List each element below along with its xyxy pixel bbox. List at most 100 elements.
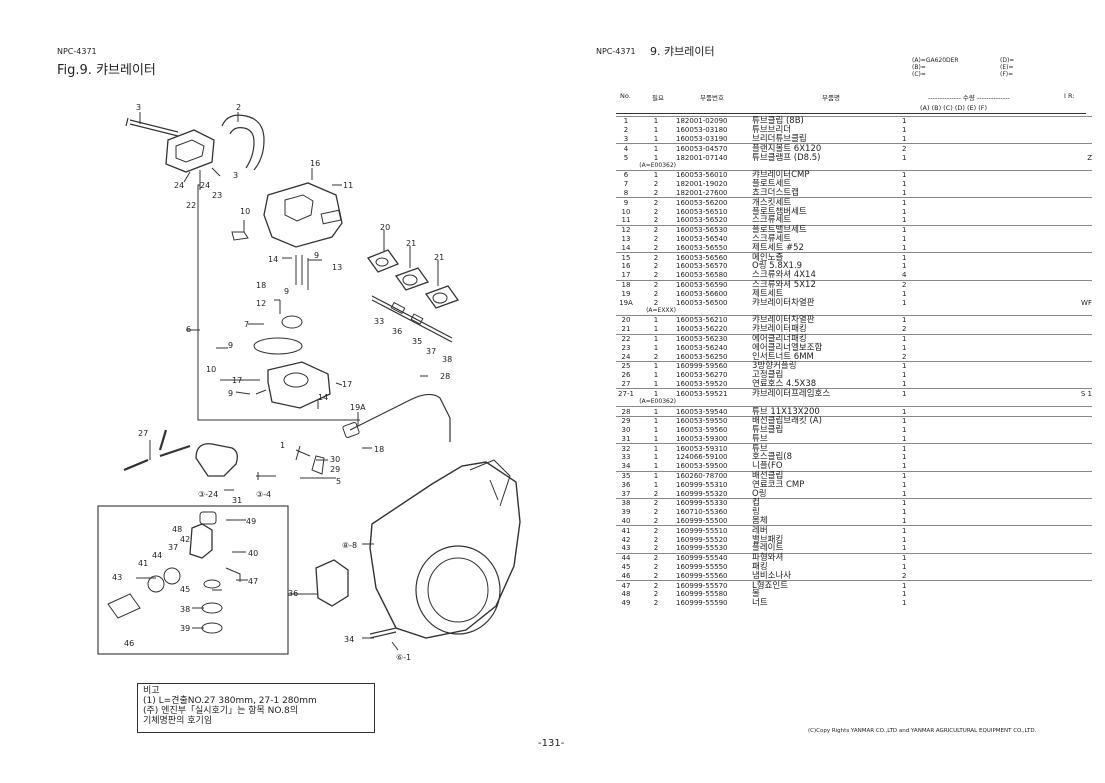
parts-cell-name: 고정클립 <box>752 370 784 381</box>
parts-cell-qty: 1 <box>902 563 907 572</box>
gasket-9 <box>253 337 303 355</box>
parts-cell-qty: 1 <box>902 453 907 462</box>
callout: 49 <box>246 517 256 526</box>
parts-cell-name: 캬브레이터차열판 <box>752 297 815 308</box>
callout: 21 <box>434 253 444 262</box>
parts-cell-qty: 1 <box>902 314 942 325</box>
parts-cell-no: 23 <box>621 343 631 352</box>
parts-cell-qty: 2 <box>902 352 907 361</box>
parts-cell-part: 160053-56510 <box>676 207 728 216</box>
parts-serial-range: (A=EXXX) <box>646 306 676 314</box>
parts-cell-qty: 1 <box>902 552 942 563</box>
parts-cell-part: 160053-56520 <box>676 216 728 225</box>
parts-cell-rem <box>942 115 1092 126</box>
parts-cell-no: 40 <box>621 517 631 526</box>
parts-cell-rem <box>942 243 1092 252</box>
parts-cell-rem <box>942 563 1092 572</box>
parts-cell-no: 26 <box>621 371 631 380</box>
callout: 36 <box>392 327 402 336</box>
parts-cell-req: 1 <box>653 379 659 388</box>
parts-cell-rem <box>942 314 1092 325</box>
parts-cell-name: 배선클립브래킷 (A) <box>752 415 902 426</box>
parts-cell-qty: 1 <box>902 590 907 599</box>
parts-cell-rem <box>942 380 1092 389</box>
parts-cell-req: 1 <box>653 134 659 143</box>
header-qty-cols: (A) (B) (C) (D) (E) (F) <box>920 104 988 112</box>
parts-cell-part: 160053-56580 <box>676 271 728 280</box>
parts-cell-req: 2 <box>653 188 659 197</box>
parts-cell-qty: 1 <box>902 134 907 143</box>
parts-cell-qty: 1 <box>902 224 942 235</box>
callout: ⑥-1 <box>396 653 411 662</box>
parts-cell-no: 44 <box>616 552 636 563</box>
parts-cell-no: 30 <box>621 426 631 435</box>
parts-cell-part: 160999-55320 <box>676 489 728 498</box>
parts-cell-req: 1 <box>636 443 676 454</box>
config-f: (F)= <box>1000 71 1014 78</box>
parts-cell-req: 1 <box>636 115 676 126</box>
parts-cell-rem <box>942 415 1092 426</box>
callout: 44 <box>152 551 162 560</box>
header-no: No. <box>620 92 631 100</box>
parts-cell-rem <box>942 480 1092 489</box>
callout: 20 <box>380 223 390 232</box>
parts-cell-rem <box>942 279 1092 290</box>
parts-cell-part: 160053-56500 <box>676 298 728 307</box>
carburetor-body <box>263 182 343 248</box>
callout: 21 <box>406 239 416 248</box>
parts-cell-part: 160999-55590 <box>676 599 728 608</box>
parts-cell-no: 27 <box>621 379 631 388</box>
parts-cell-no: 39 <box>621 508 631 517</box>
fuel-cock-box <box>97 505 289 655</box>
parts-cell-rem <box>942 535 1092 544</box>
parts-cell-qty: 1 <box>902 252 942 262</box>
parts-cell-req: 1 <box>636 470 676 481</box>
parts-cell-name: 플로트챔버세트 <box>752 206 807 217</box>
parts-cell-part: 160999-55510 <box>676 525 752 536</box>
callout: 43 <box>112 573 122 582</box>
parts-cell-part: 160053-03180 <box>676 126 728 135</box>
parts-cell-no: 38 <box>616 498 636 508</box>
float <box>281 315 303 329</box>
callout: 18 <box>256 281 266 290</box>
parts-cell-name: 냄비소나사 <box>752 570 792 581</box>
parts-cell-name: 튜브클립 (8B) <box>752 115 902 126</box>
parts-cell-no: 3 <box>623 134 629 143</box>
parts-cell-name: 패킹 <box>752 562 768 573</box>
parts-cell-no: 25 <box>616 360 636 371</box>
callout: 10 <box>240 207 250 216</box>
parts-cell-part: 160053-56270 <box>676 371 728 380</box>
parts-cell-qty: 1 <box>902 480 907 489</box>
parts-cell-part: 160053-56230 <box>676 333 752 344</box>
parts-cell-part: 160053-56010 <box>676 169 752 180</box>
flange-bolt <box>125 117 179 137</box>
parts-cell-no: 8 <box>623 188 629 197</box>
parts-cell-qty: 1 <box>902 289 907 298</box>
parts-cell-qty: 1 <box>902 126 907 135</box>
copyright: (C)Copy Rights YANMAR CO.,LTD and YANMAR… <box>808 728 1037 734</box>
parts-cell-no: 48 <box>621 590 631 599</box>
callout: 24 <box>200 181 210 190</box>
parts-cell-req: 1 <box>653 453 659 462</box>
parts-cell-qty: 4 <box>902 271 907 280</box>
left-page: NPC-4371 Fig.9. 캬브레이터 <box>57 47 564 749</box>
note-line: 기체명판의 호기임 <box>143 716 213 726</box>
parts-cell-part: 160999-55540 <box>676 552 752 563</box>
parts-cell-req: 2 <box>653 590 659 599</box>
parts-cell-part: 160053-04570 <box>676 143 752 154</box>
parts-cell-part: 160053-56530 <box>676 224 752 235</box>
